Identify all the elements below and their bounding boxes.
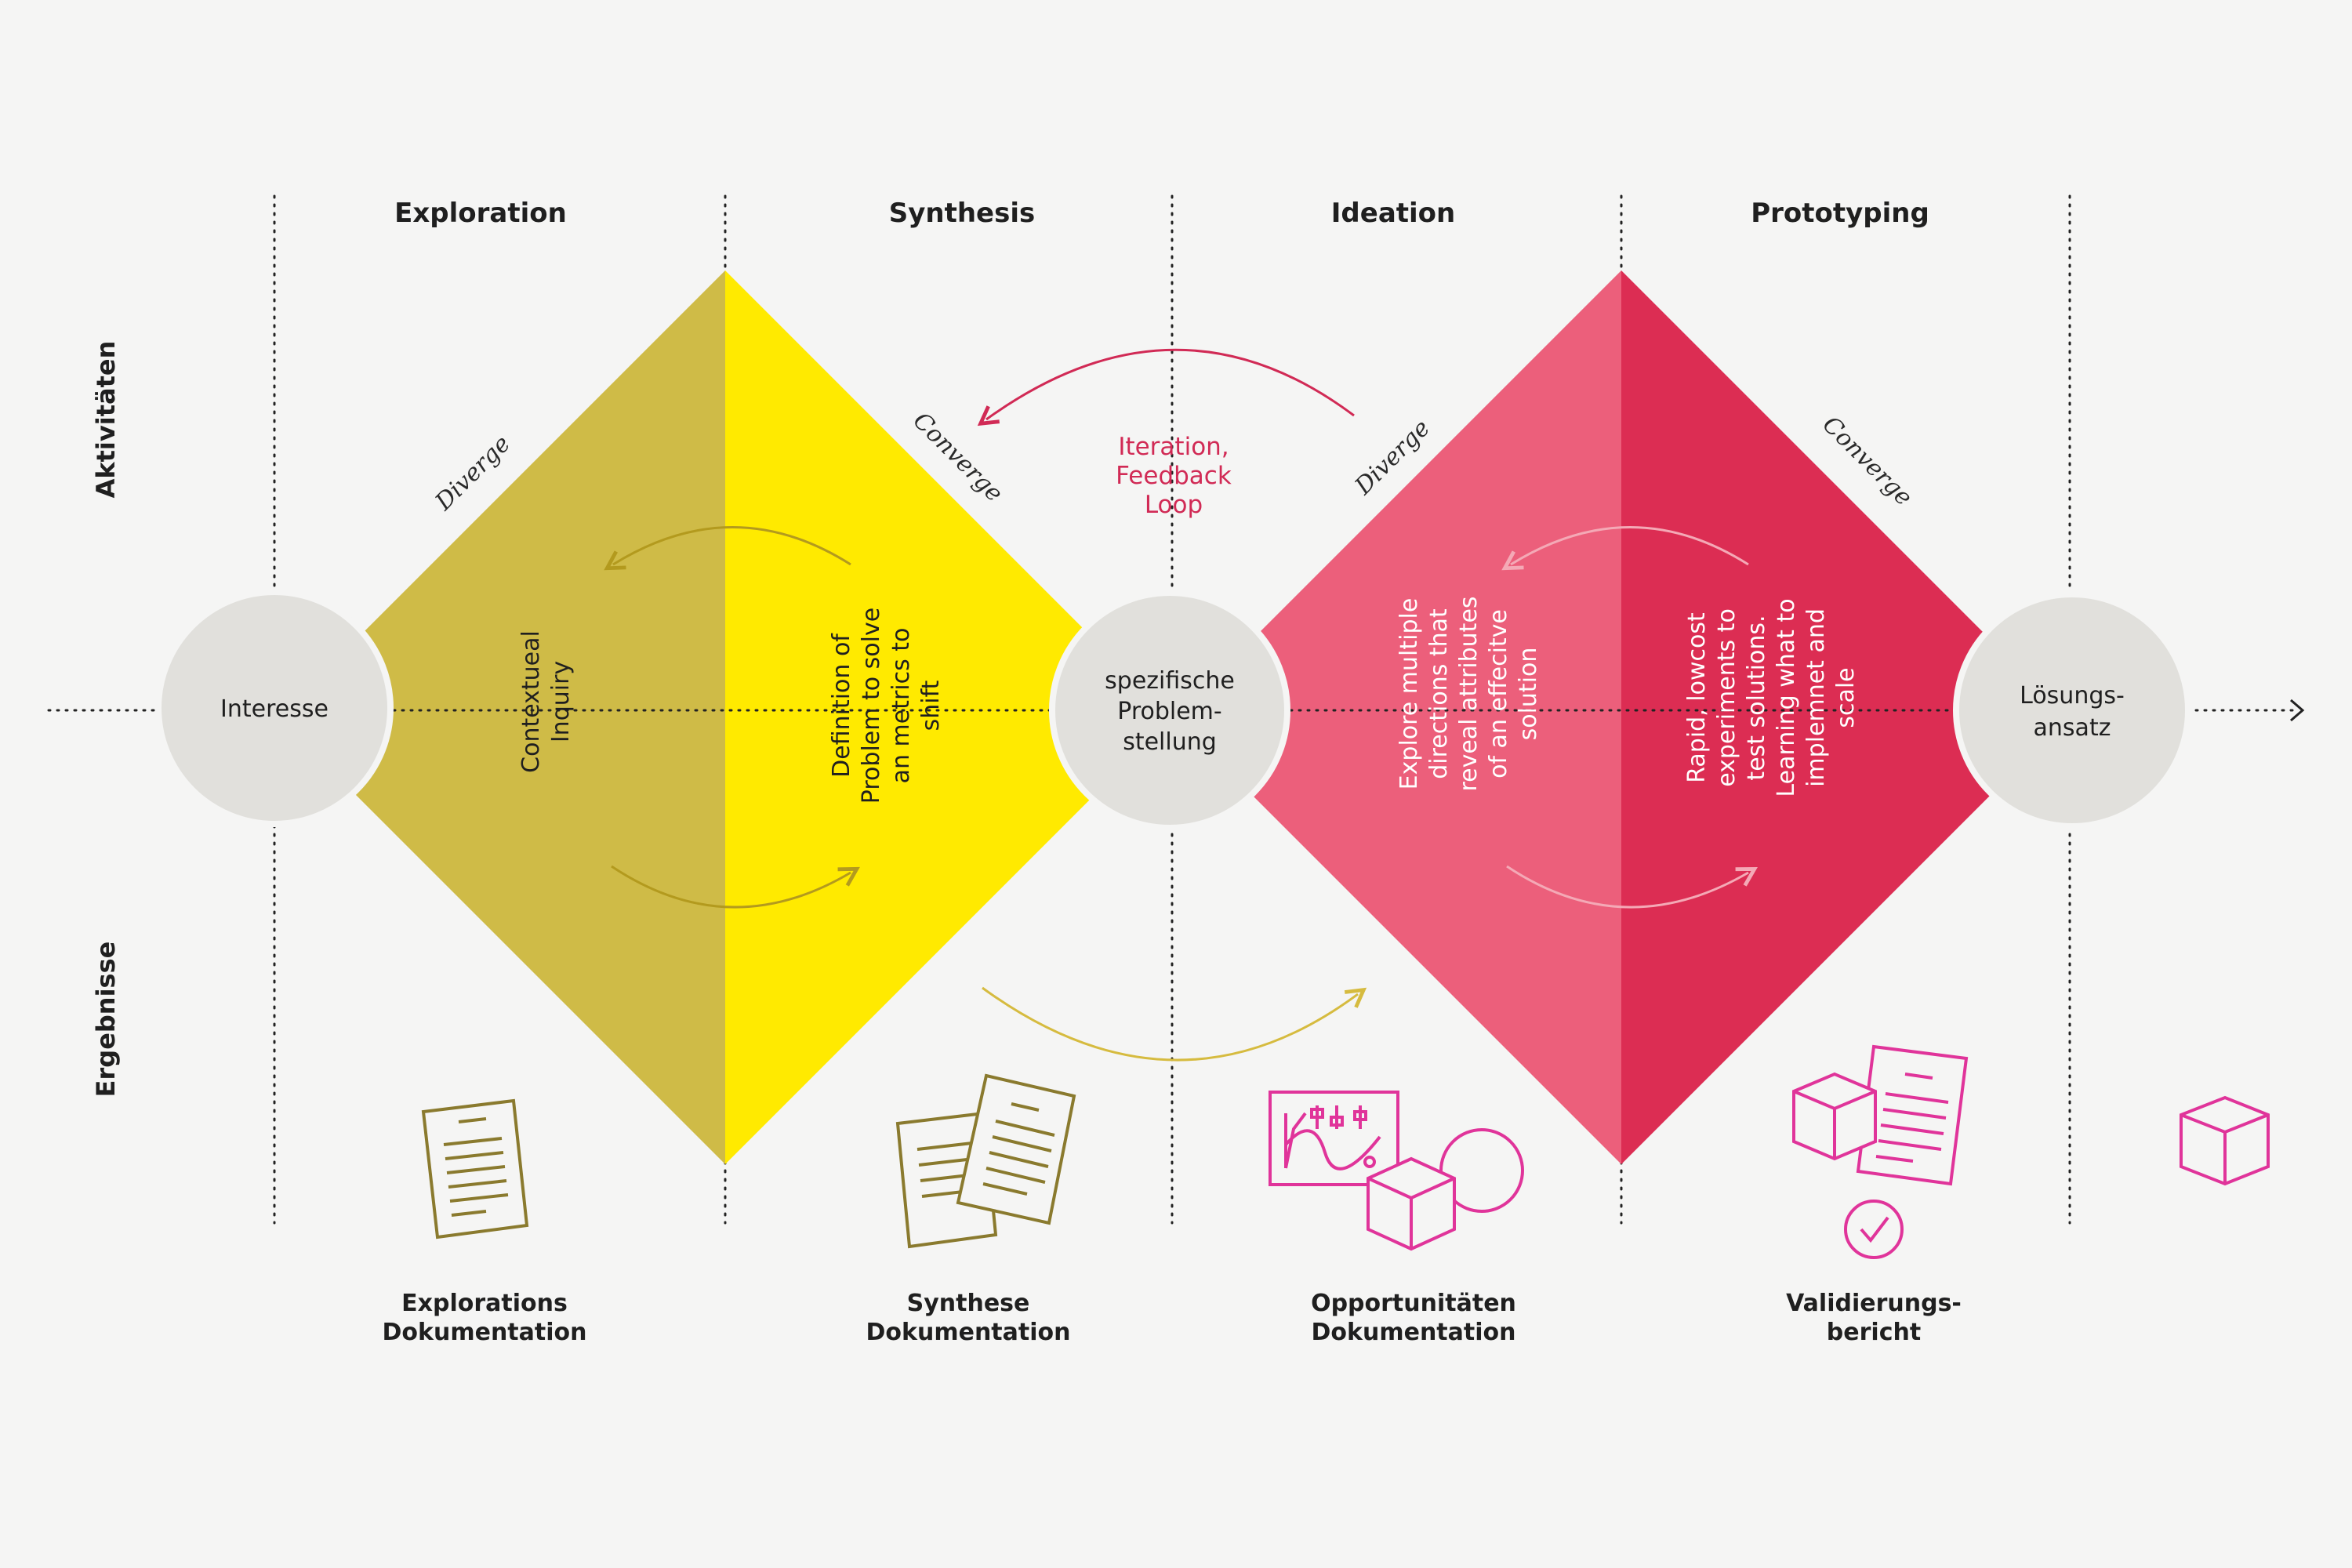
diamond-text-synthesis: Definition of Problem to solve an metric… bbox=[828, 608, 945, 804]
svg-text:Inquiry: Inquiry bbox=[547, 661, 575, 742]
diamond-half-ideate bbox=[1174, 270, 1621, 1164]
svg-text:experiments to: experiments to bbox=[1713, 608, 1740, 787]
svg-text:stellung: stellung bbox=[1123, 728, 1217, 756]
svg-text:spezifische: spezifische bbox=[1105, 667, 1235, 695]
row-label-activities: Aktivitäten bbox=[91, 341, 121, 499]
node-loesungsansatz: Lösungs- ansatz bbox=[1953, 591, 2191, 829]
diamond-text-prototyping: Rapid, lowcost experiments to test solut… bbox=[1683, 598, 1860, 797]
node-problemstellung: spezifische Problem- stellung bbox=[1049, 590, 1290, 831]
svg-text:Learning what to: Learning what to bbox=[1773, 598, 1800, 797]
iteration-label-line-3: Loop bbox=[1145, 491, 1203, 519]
transfer-arrow bbox=[982, 986, 1367, 1062]
svg-text:Definition of: Definition of bbox=[828, 633, 855, 778]
documents-icon bbox=[895, 1073, 1076, 1249]
timeline-arrow-icon bbox=[2290, 699, 2305, 722]
opportunity-icon bbox=[1269, 1091, 1524, 1251]
output-label-prototyping: Validierungs- bericht bbox=[1786, 1290, 1962, 1346]
svg-text:Dokumentation: Dokumentation bbox=[1312, 1319, 1516, 1346]
iteration-label-line-2: Feedback bbox=[1116, 462, 1232, 490]
phase-label-exploration: Exploration bbox=[394, 198, 567, 229]
diamond-half-explore bbox=[278, 270, 725, 1164]
phase-label-prototyping: Prototyping bbox=[1751, 198, 1929, 229]
svg-text:solution: solution bbox=[1515, 648, 1542, 741]
iteration-label-line-1: Iteration, bbox=[1118, 433, 1229, 461]
diamond-text-ideation: Explore multiple directions that reveal … bbox=[1396, 596, 1542, 791]
svg-text:Problem-: Problem- bbox=[1117, 698, 1221, 725]
output-label-ideation: Opportunitäten Dokumentation bbox=[1311, 1290, 1516, 1346]
svg-text:implemnet and: implemnet and bbox=[1802, 608, 1830, 787]
row-label-results: Ergebnisse bbox=[91, 942, 121, 1098]
svg-text:Validierungs-: Validierungs- bbox=[1786, 1290, 1962, 1317]
svg-text:Opportunitäten: Opportunitäten bbox=[1311, 1290, 1516, 1317]
svg-text:Interesse: Interesse bbox=[220, 695, 328, 723]
svg-text:scale: scale bbox=[1832, 667, 1860, 728]
svg-text:Synthese: Synthese bbox=[907, 1290, 1030, 1317]
svg-text:ansatz: ansatz bbox=[2034, 714, 2111, 742]
svg-text:test solutions.: test solutions. bbox=[1743, 615, 1770, 780]
svg-text:Explorations: Explorations bbox=[401, 1290, 568, 1317]
svg-text:Lösungs-: Lösungs- bbox=[2020, 682, 2125, 710]
diamond-half-synthesize bbox=[725, 270, 1172, 1164]
output-label-exploration: Explorations Dokumentation bbox=[383, 1290, 587, 1346]
svg-text:shift: shift bbox=[917, 680, 945, 731]
diamond-develop-deliver bbox=[1174, 270, 2068, 1164]
phase-label-synthesis: Synthesis bbox=[889, 198, 1036, 229]
svg-text:Rapid, lowcost: Rapid, lowcost bbox=[1683, 612, 1711, 783]
diamond-text-exploration: Contextueal Inquiry bbox=[517, 630, 575, 773]
svg-text:bericht: bericht bbox=[1827, 1319, 1921, 1346]
svg-text:Dokumentation: Dokumentation bbox=[866, 1319, 1071, 1346]
svg-text:an metrics to: an metrics to bbox=[887, 628, 915, 784]
diamond-discover-define bbox=[278, 270, 1172, 1164]
output-label-synthesis: Synthese Dokumentation bbox=[866, 1290, 1071, 1346]
svg-text:of an effecitve: of an effecitve bbox=[1485, 609, 1512, 779]
svg-text:Contextueal: Contextueal bbox=[517, 630, 545, 773]
iteration-arrow bbox=[977, 348, 1355, 426]
svg-text:directions that: directions that bbox=[1425, 608, 1453, 779]
node-interesse: Interesse bbox=[155, 589, 394, 827]
validation-icon bbox=[1792, 1044, 1969, 1259]
svg-text:Problem to solve: Problem to solve bbox=[858, 608, 885, 804]
diamond-half-prototype bbox=[1621, 270, 2068, 1164]
phase-label-ideation: Ideation bbox=[1331, 198, 1455, 229]
svg-text:Explore multiple: Explore multiple bbox=[1396, 598, 1423, 790]
svg-text:Dokumentation: Dokumentation bbox=[383, 1319, 587, 1346]
document-icon bbox=[421, 1098, 529, 1240]
cube-icon bbox=[2180, 1095, 2270, 1186]
inner-loop-right bbox=[1501, 526, 1758, 909]
svg-text:reveal attributes: reveal attributes bbox=[1455, 596, 1483, 791]
inner-loop-left bbox=[604, 526, 860, 909]
